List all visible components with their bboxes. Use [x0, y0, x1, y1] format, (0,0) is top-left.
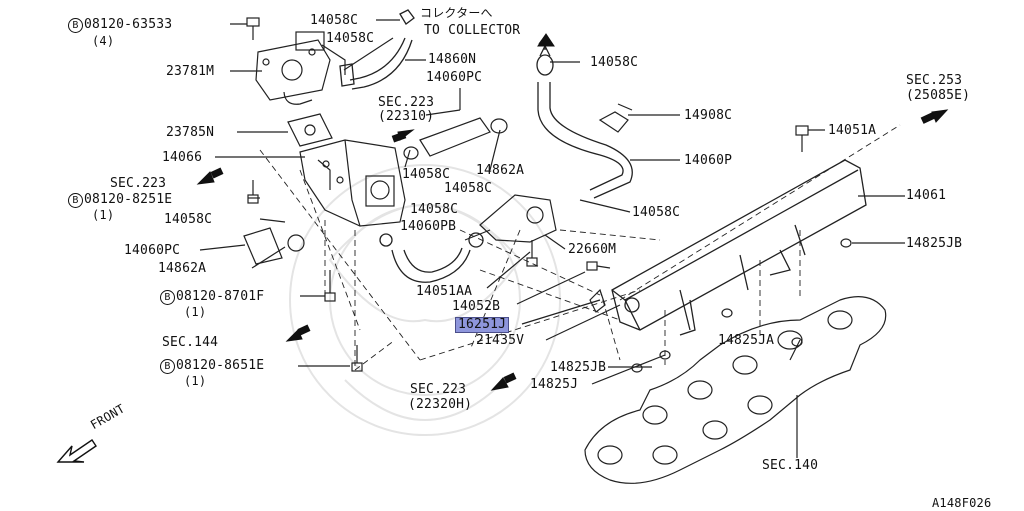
sec140-label: SEC.140: [762, 458, 819, 473]
bolt-qty-63533: (4): [92, 34, 115, 48]
part-label-14058c-a: 14058C: [310, 13, 359, 28]
part-label-14052b: 14052B: [452, 299, 501, 314]
part-label-14825j: 14825J: [530, 377, 579, 392]
part-label-14862a-a: 14862A: [476, 163, 525, 178]
part-label-14825jb-b: 14825JB: [550, 360, 607, 375]
part-label-23781m: 23781M: [166, 64, 215, 79]
hose-14060pc-lower: [243, 227, 305, 265]
part-label-14066: 14066: [162, 150, 203, 165]
part-label-16251j-highlighted[interactable]: 16251J: [455, 317, 510, 333]
part-label-14825ja: 14825JA: [718, 333, 775, 348]
part-label-14060pb: 14060PB: [400, 219, 457, 234]
sec223-left-label: SEC.223: [110, 176, 167, 191]
hose-14060pc-upper: [403, 117, 508, 160]
part-label-14860n: 14860N: [428, 52, 477, 67]
bolt-qty-8701f: (1): [184, 305, 207, 319]
part-label-14058c-b: 14058C: [326, 31, 375, 46]
part-label-23785n: 23785N: [166, 125, 215, 140]
direction-arrows: [196, 33, 949, 391]
sec223-22310-sub: (22310): [378, 109, 435, 124]
part-label-14058c-g: 14058C: [632, 205, 681, 220]
part-label-14058c-e: 14058C: [444, 181, 493, 196]
sec144-label: SEC.144: [162, 335, 219, 350]
o-rings: [631, 238, 852, 373]
front-arrow-icon: [56, 439, 97, 463]
part-label-14825jb-a: 14825JB: [906, 236, 963, 251]
gasket-16251j: [589, 288, 606, 313]
watermark-emblem: [289, 164, 561, 436]
part-label-14061: 14061: [906, 188, 947, 203]
part-label-14051aa: 14051AA: [416, 284, 473, 299]
bolts: [246, 17, 809, 372]
part-label-14060p: 14060P: [684, 153, 733, 168]
sec223-22310-label: SEC.223: [378, 95, 435, 110]
leader-lines: [199, 19, 905, 458]
part-label-21435v: 21435V: [476, 333, 525, 348]
part-label-14060pc-a: 14060PC: [426, 70, 483, 85]
egr-valve: [255, 31, 346, 105]
bolt-qty-8251e: (1): [92, 208, 115, 222]
sec223-22320h-sub: (22320H): [408, 397, 473, 412]
part-label-14058c-f: 14058C: [410, 202, 459, 217]
part-label-14908c: 14908C: [684, 108, 733, 123]
to-collector-label: TO COLLECTOR: [424, 23, 521, 38]
part-label-14051a: 14051A: [828, 123, 877, 138]
part-label-14058c-c: 14058C: [590, 55, 639, 70]
sec223-22320h-label: SEC.223: [410, 382, 467, 397]
diagram-id: A148F026: [932, 496, 992, 510]
throttle-body: [299, 139, 406, 227]
part-label-14862a-b: 14862A: [158, 261, 207, 276]
sec253-sub: (25085E): [906, 88, 971, 103]
part-label-14060pc-b: 14060PC: [124, 243, 181, 258]
part-label-14058c-d: 14058C: [402, 167, 451, 182]
collector-japanese-label: コレクターへ: [420, 6, 493, 20]
bolt-qty-8651e: (1): [184, 374, 207, 388]
part-label-14058c-h: 14058C: [164, 212, 213, 227]
fuel-rail: [611, 159, 867, 336]
hose-14060pb: [379, 232, 484, 283]
gasket: [287, 113, 333, 147]
hoses-upper: [339, 9, 415, 90]
intake-manifold: [584, 296, 887, 484]
part-label-22660m: 22660M: [568, 242, 617, 257]
sec253-label: SEC.253: [906, 73, 963, 88]
clip-14908c: [598, 103, 633, 133]
